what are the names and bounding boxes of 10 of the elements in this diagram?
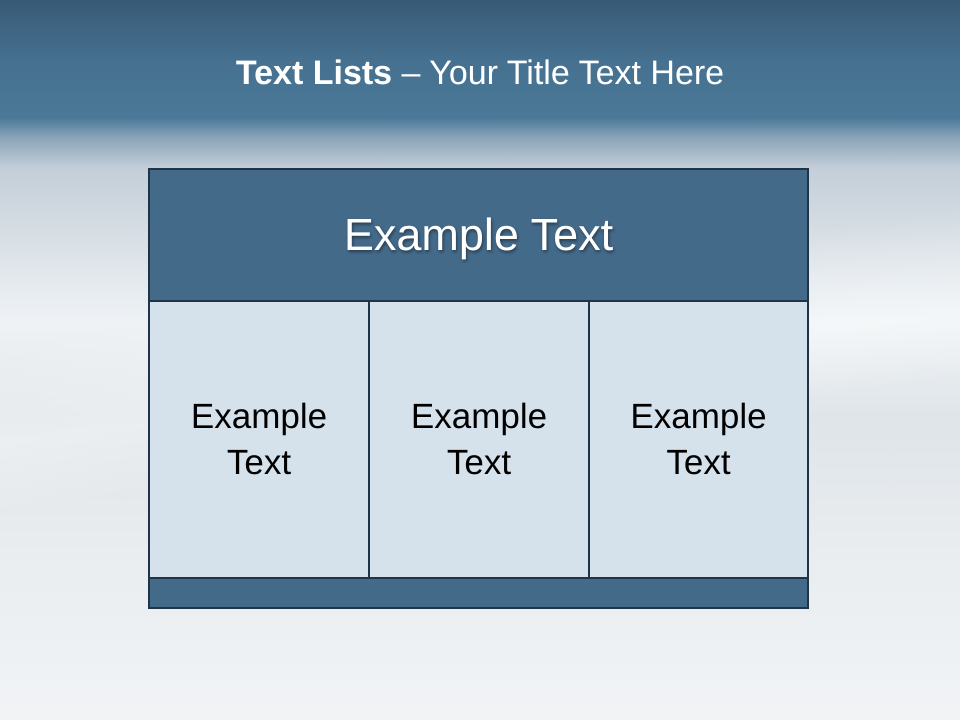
footer-bar: [148, 577, 809, 609]
content-panel: [368, 300, 590, 579]
panel-text: Example Text: [410, 396, 548, 484]
slide-title: Text Lists – Your Title Text Here: [236, 54, 724, 93]
panel-text: Example Text: [629, 396, 768, 484]
header-panel: [148, 168, 809, 302]
content-panel: [588, 300, 809, 579]
content-panel: [148, 300, 370, 579]
heading-text: Example Text: [344, 208, 614, 262]
panel-text: Example Text: [190, 396, 328, 484]
